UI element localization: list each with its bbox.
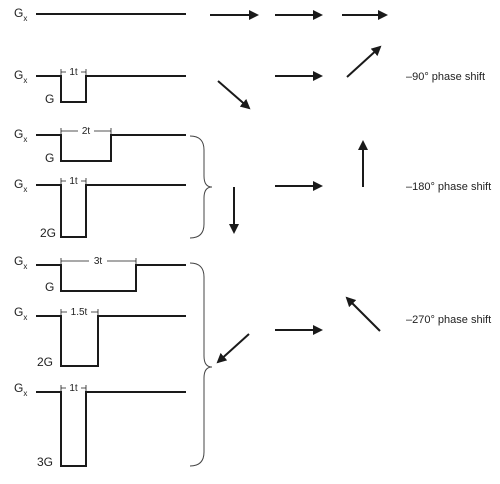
gx-label: Gx xyxy=(14,6,27,23)
phase-shift-label-270: –270° phase shift xyxy=(406,314,491,326)
duration-label: 1t xyxy=(69,383,78,394)
gx-label: Gx xyxy=(14,68,27,85)
duration-label: 1.5t xyxy=(71,307,88,318)
amplitude-label: 3G xyxy=(37,455,53,469)
gx-label: Gx xyxy=(14,177,27,194)
brace-270 xyxy=(189,262,213,467)
row-7-pulse-3g-1t: Gx 3G 1t xyxy=(14,381,186,469)
duration-label: 1t xyxy=(69,176,78,187)
arrow-down-left-icon xyxy=(216,333,250,364)
gx-label: Gx xyxy=(14,381,27,398)
gradient-waveform xyxy=(36,75,186,103)
row-6-pulse-2g-1-5t: Gx 2G 1.5t xyxy=(14,305,186,369)
duration-label: 1t xyxy=(69,67,78,78)
row-2-pulse-g-1t: Gx G 1t xyxy=(14,66,186,106)
amplitude-label: G xyxy=(45,280,54,294)
arrow-up-left-icon xyxy=(345,296,381,332)
gx-label: Gx xyxy=(14,305,27,322)
phase-shift-label-90: –90° phase shift xyxy=(406,71,485,83)
gradient-waveform xyxy=(36,315,186,367)
amplitude-label: 2G xyxy=(40,226,56,240)
arrow-down-right-icon xyxy=(217,80,251,110)
duration-label: 2t xyxy=(82,126,91,137)
duration-label: 3t xyxy=(94,256,103,267)
amplitude-label: 2G xyxy=(37,355,53,369)
amplitude-label: G xyxy=(45,151,54,165)
gx-label: Gx xyxy=(14,127,27,144)
row-1-baseline: Gx xyxy=(14,6,186,23)
gradient-waveform xyxy=(36,134,186,162)
brace-180 xyxy=(189,135,213,239)
row-4-pulse-2g-1t: Gx 2G 1t xyxy=(14,175,186,240)
phase-shift-label-180: –180° phase shift xyxy=(406,181,491,193)
gx-label: Gx xyxy=(14,254,27,271)
gradient-waveform xyxy=(36,184,186,238)
row-3-pulse-g-2t: Gx G 2t xyxy=(14,125,186,165)
amplitude-label: G xyxy=(45,92,54,106)
gradient-waveform xyxy=(36,391,186,467)
arrow-up-right-icon xyxy=(346,45,382,78)
phase-vectors xyxy=(210,10,388,364)
gradient-waveform xyxy=(36,264,186,292)
row-5-pulse-g-3t: Gx G 3t xyxy=(14,254,186,294)
